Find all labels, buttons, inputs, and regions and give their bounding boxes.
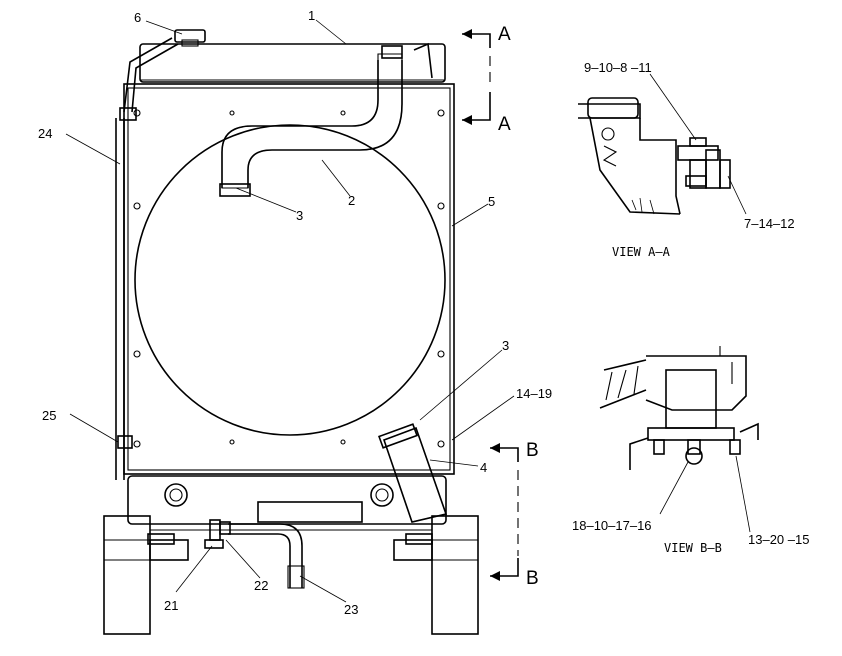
callout-23: 23 bbox=[344, 602, 358, 617]
view-aa-drawing bbox=[578, 73, 747, 215]
callout-18-10-17-16: 18–10–17–16 bbox=[572, 518, 652, 533]
drain-valve bbox=[204, 519, 231, 549]
lower-hose bbox=[378, 423, 448, 523]
callout-5: 5 bbox=[488, 194, 495, 209]
callout-14-19: 14–19 bbox=[516, 386, 552, 401]
section-letters: A A B B bbox=[498, 24, 539, 589]
callout-3-lower: 3 bbox=[502, 338, 509, 353]
view-aa-caption: VIEW A–A bbox=[612, 245, 671, 259]
section-a-top-letter: A bbox=[498, 24, 511, 45]
fan-shroud-opening bbox=[134, 124, 446, 436]
section-b-top-letter: B bbox=[526, 440, 539, 461]
core bbox=[123, 83, 455, 475]
callout-13-20-15: 13–20 –15 bbox=[748, 532, 809, 547]
callout-25: 25 bbox=[42, 408, 56, 423]
callout-6: 6 bbox=[134, 10, 141, 25]
callout-22: 22 bbox=[254, 578, 268, 593]
overflow-pipe bbox=[119, 37, 433, 121]
callout-labels: 1 6 24 3 2 5 3 14–19 25 4 21 22 23 9–10–… bbox=[38, 8, 809, 617]
callout-7-14-12: 7–14–12 bbox=[744, 216, 795, 231]
section-a-bottom-letter: A bbox=[498, 114, 511, 135]
view-bb-drawing bbox=[599, 346, 759, 533]
callout-2: 2 bbox=[348, 193, 355, 208]
callout-21: 21 bbox=[164, 598, 178, 613]
callout-3-upper: 3 bbox=[296, 208, 303, 223]
filler-cap bbox=[174, 29, 206, 47]
callout-9-10-8-11: 9–10–8 –11 bbox=[584, 60, 652, 75]
callout-1: 1 bbox=[308, 8, 315, 23]
section-b-marker bbox=[490, 443, 519, 581]
leader-lines bbox=[65, 19, 515, 603]
section-b-bottom-letter: B bbox=[526, 568, 539, 589]
top-tank bbox=[139, 43, 446, 83]
view-bb-caption: VIEW B–B bbox=[664, 541, 722, 555]
callout-24: 24 bbox=[38, 126, 52, 141]
drain-hose bbox=[228, 523, 305, 589]
upper-hose bbox=[219, 45, 403, 197]
section-a-marker bbox=[462, 29, 491, 125]
mounting-bolts bbox=[133, 109, 445, 448]
mounting-brackets bbox=[103, 515, 479, 635]
view-captions: VIEW A–A VIEW B–B bbox=[612, 245, 722, 555]
callout-4: 4 bbox=[480, 460, 487, 475]
